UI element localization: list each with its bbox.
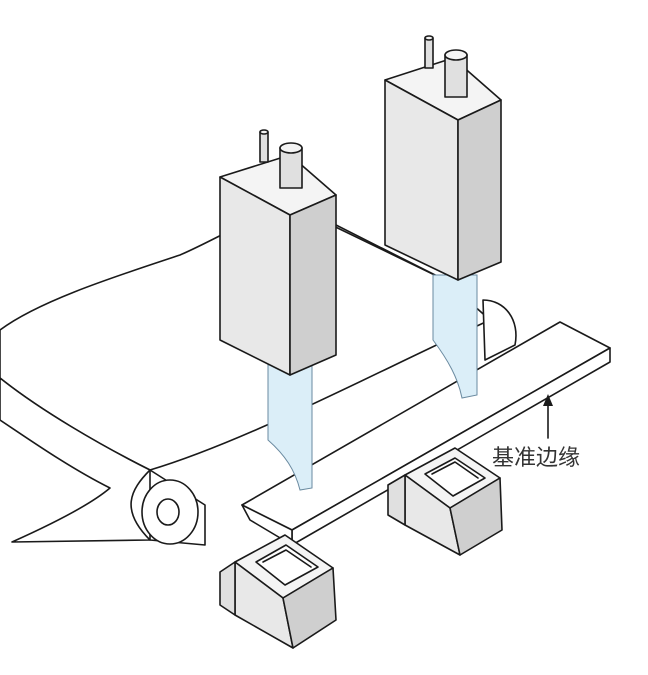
left-sensor-head (219, 129, 337, 376)
rear-roller (482, 299, 517, 361)
left-sensor-connector (279, 147, 303, 189)
left-sensor-pin (259, 131, 269, 163)
right-receiver-side (449, 477, 503, 556)
reference-edge-label: 基准边缘 (492, 446, 581, 471)
right-receiver-back (387, 474, 406, 526)
right-sensor-side (457, 99, 502, 281)
belt-lower-curve (0, 377, 151, 543)
front-roller-hub (156, 498, 180, 526)
right-receiver (387, 447, 503, 556)
right-sensor-head (384, 35, 502, 281)
right-receiver-window (424, 457, 486, 497)
right-light-beam (432, 274, 478, 399)
front-roller (141, 469, 206, 546)
reference-edge-pointer (543, 394, 553, 439)
left-receiver-side (282, 567, 337, 649)
right-sensor-pin (424, 37, 434, 69)
belt-far-edge (335, 224, 446, 281)
arrow-head (543, 394, 553, 406)
left-sensor-side (289, 194, 337, 376)
left-receiver (219, 534, 337, 649)
reference-bar (241, 321, 611, 546)
left-receiver-back (219, 561, 236, 616)
right-sensor-connector (444, 54, 468, 98)
left-light-beam (267, 364, 313, 491)
left-receiver-window (255, 544, 319, 586)
